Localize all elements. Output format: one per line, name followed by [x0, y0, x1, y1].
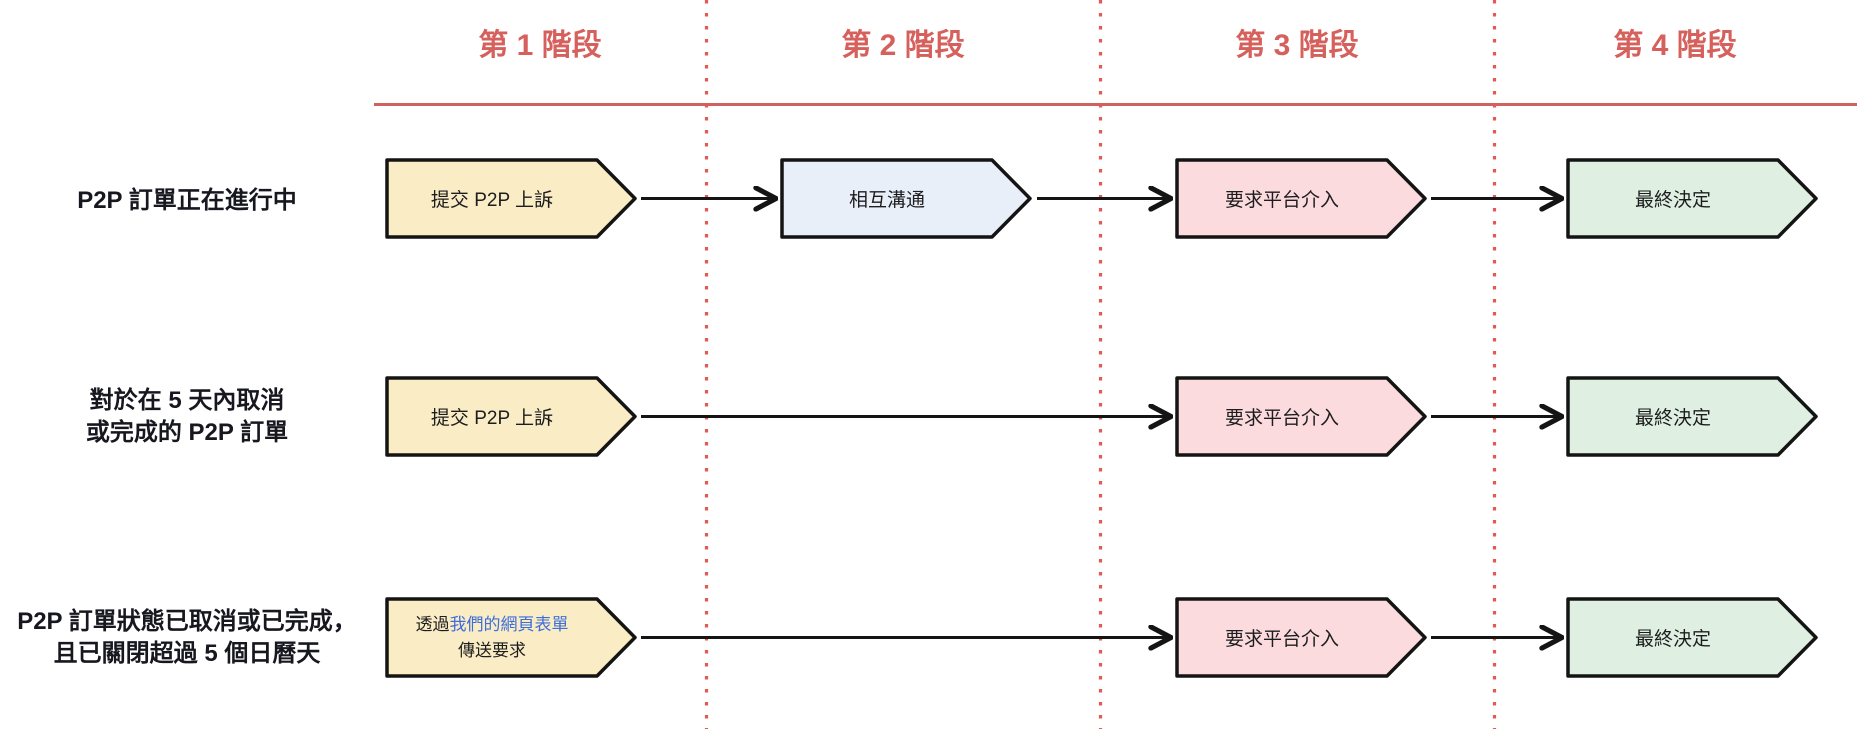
step-box-request-platform: 要求平台介入: [1175, 158, 1427, 239]
stage-header-1: 第 1 階段: [478, 29, 602, 62]
step-box-submit-appeal: 提交 P2P 上訴: [385, 376, 637, 457]
stage-header-2: 第 2 階段: [841, 29, 965, 62]
step-box-label: 提交 P2P 上訴: [430, 408, 554, 429]
step-box-mutual-communication: 相互溝通: [780, 158, 1032, 239]
step-box-label: 相互溝通: [848, 190, 925, 211]
step-box-label: 最終決定: [1634, 408, 1711, 429]
webform-text-line2: 傳送要求: [458, 640, 526, 660]
webform-text-prefix: 透過: [415, 614, 450, 634]
step-box-label: 要求平台介入: [1224, 629, 1339, 650]
step-box-label: 要求平台介入: [1224, 408, 1339, 429]
row-label-line: 且已關閉超過 5 個日曆天: [53, 640, 321, 667]
row-label-order-in-progress: P2P 訂單正在進行中: [0, 185, 374, 217]
step-box-submit-appeal: 提交 P2P 上訴: [385, 158, 637, 239]
step-box-request-platform: 要求平台介入: [1175, 597, 1427, 678]
row-label-closed-over-5-days: P2P 訂單狀態已取消或已完成， 且已關閉超過 5 個日曆天: [0, 606, 374, 670]
row-label-line: 對於在 5 天內取消: [89, 387, 285, 414]
webform-link[interactable]: 我們的網頁表單: [449, 614, 569, 634]
step-box-label: 最終決定: [1634, 629, 1711, 650]
row-label-line: P2P 訂單狀態已取消或已完成，: [17, 608, 357, 635]
row-label-line: P2P 訂單正在進行中: [77, 187, 297, 214]
step-box-label: 最終決定: [1634, 190, 1711, 211]
step-box-label: 要求平台介入: [1224, 190, 1339, 211]
stage-header-3: 第 3 階段: [1235, 29, 1359, 62]
step-box-label: 透過我們的網頁表單 傳送要求: [385, 597, 599, 678]
step-box-request-platform: 要求平台介入: [1175, 376, 1427, 457]
step-box-final-decision: 最終決定: [1566, 597, 1818, 678]
stage-header-4: 第 4 階段: [1613, 29, 1737, 62]
row-label-line: 或完成的 P2P 訂單: [85, 419, 289, 446]
step-box-label: 提交 P2P 上訴: [430, 190, 554, 211]
step-box-final-decision: 最終決定: [1566, 376, 1818, 457]
step-box-final-decision: 最終決定: [1566, 158, 1818, 239]
step-box-webform-request: 透過我們的網頁表單 傳送要求: [385, 597, 637, 678]
row-label-cancelled-within-5-days: 對於在 5 天內取消 或完成的 P2P 訂單: [0, 385, 374, 449]
